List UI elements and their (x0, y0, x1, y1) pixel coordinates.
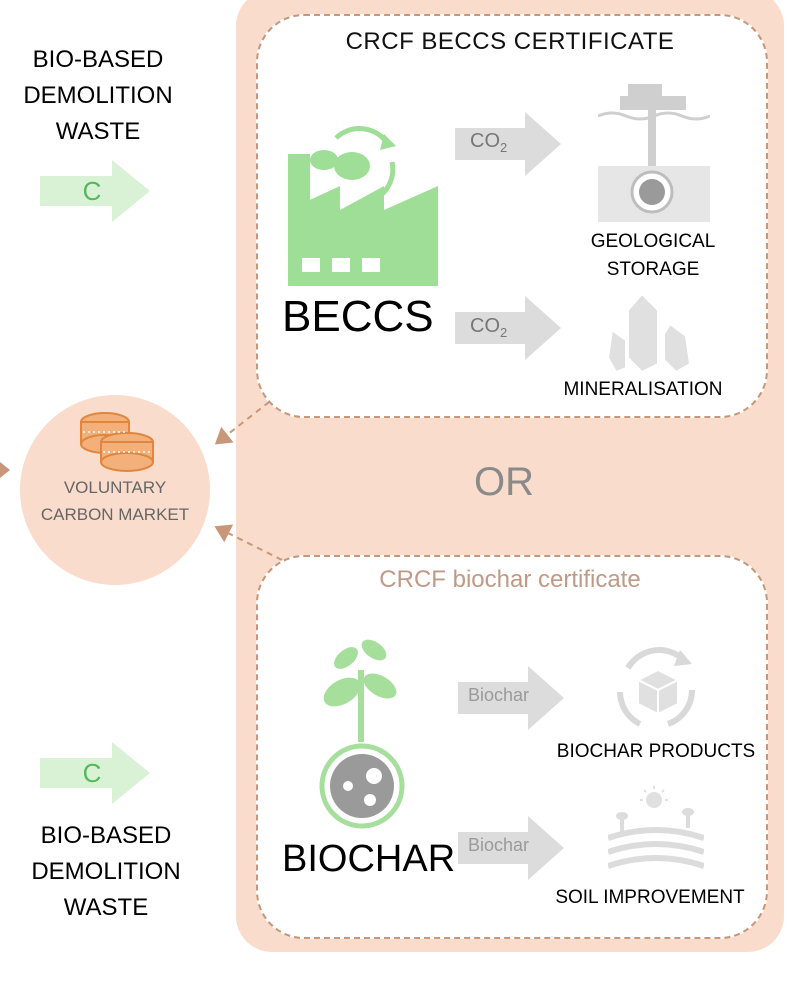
recycle-box-icon (617, 647, 696, 727)
market-label-line-1: VOLUNTARY (63, 478, 167, 497)
co2-text-bottom: CO (470, 315, 500, 337)
co2-arrow-top (455, 112, 561, 176)
market-left-arrowhead (0, 462, 10, 478)
biochar-arrow-top-label: Biochar (468, 685, 530, 705)
biochar-to-market-arrow (214, 524, 283, 561)
biochar-arrow-bottom-label: Biochar (468, 835, 530, 855)
bio-waste-top-line-3: WASTE (55, 118, 141, 145)
carbon-arrow-bottom: C (40, 742, 150, 804)
biochar-arrow-bottom (458, 816, 564, 880)
mineralisation-label: MINERALISATION (563, 379, 723, 400)
mineral-crystal-icon (608, 294, 692, 374)
biochar-certificate-title: CRCF biochar certificate (379, 566, 641, 593)
co2-sub-top: 2 (500, 140, 508, 155)
biochar-products-label: BIOCHAR PRODUCTS (556, 741, 756, 762)
bio-waste-top-label: BIO-BASED DEMOLITION WASTE (8, 42, 188, 150)
factory-icon (288, 126, 438, 286)
carbon-letter-top: C (83, 176, 102, 206)
soil-improvement-label: SOIL IMPROVEMENT (555, 887, 745, 908)
carbon-letter-bottom: C (83, 758, 102, 788)
co2-label-bottom: CO2 (470, 315, 507, 340)
coins-icon (80, 412, 154, 472)
biochar-certificate-box (256, 555, 768, 939)
bio-waste-bottom-label: BIO-BASED DEMOLITION WASTE (16, 818, 196, 926)
carbon-arrow-top: C (40, 160, 150, 222)
co2-text-top: CO (470, 130, 500, 152)
bio-waste-top-line-2: DEMOLITION (23, 82, 173, 109)
biochar-arrow-top (458, 666, 564, 730)
beccs-certificate-title: CRCF BECCS CERTIFICATE (345, 28, 675, 55)
co2-arrow-bottom (455, 296, 561, 360)
plant-biochar-icon (319, 639, 405, 829)
geological-storage-label: GEOLOGICAL STORAGE (570, 228, 736, 284)
bio-waste-top-line-1: BIO-BASED (32, 46, 164, 73)
bio-waste-bottom-line-3: WASTE (63, 894, 149, 921)
beccs-name: BECCS (282, 292, 434, 341)
field-sun-icon (608, 786, 704, 869)
co2-sub-bottom: 2 (500, 325, 508, 340)
market-label: VOLUNTARY CARBON MARKET (20, 474, 210, 528)
market-label-line-2: CARBON MARKET (40, 505, 190, 524)
geological-storage-icon (598, 84, 710, 222)
geological-storage-line-2: STORAGE (606, 259, 700, 280)
biochar-name: BIOCHAR (282, 838, 456, 880)
geological-storage-line-1: GEOLOGICAL (590, 231, 716, 252)
bio-waste-bottom-line-2: DEMOLITION (31, 858, 181, 885)
or-separator: OR (474, 460, 534, 504)
bio-waste-bottom-line-1: BIO-BASED (40, 822, 172, 849)
co2-label-top: CO2 (470, 130, 507, 155)
